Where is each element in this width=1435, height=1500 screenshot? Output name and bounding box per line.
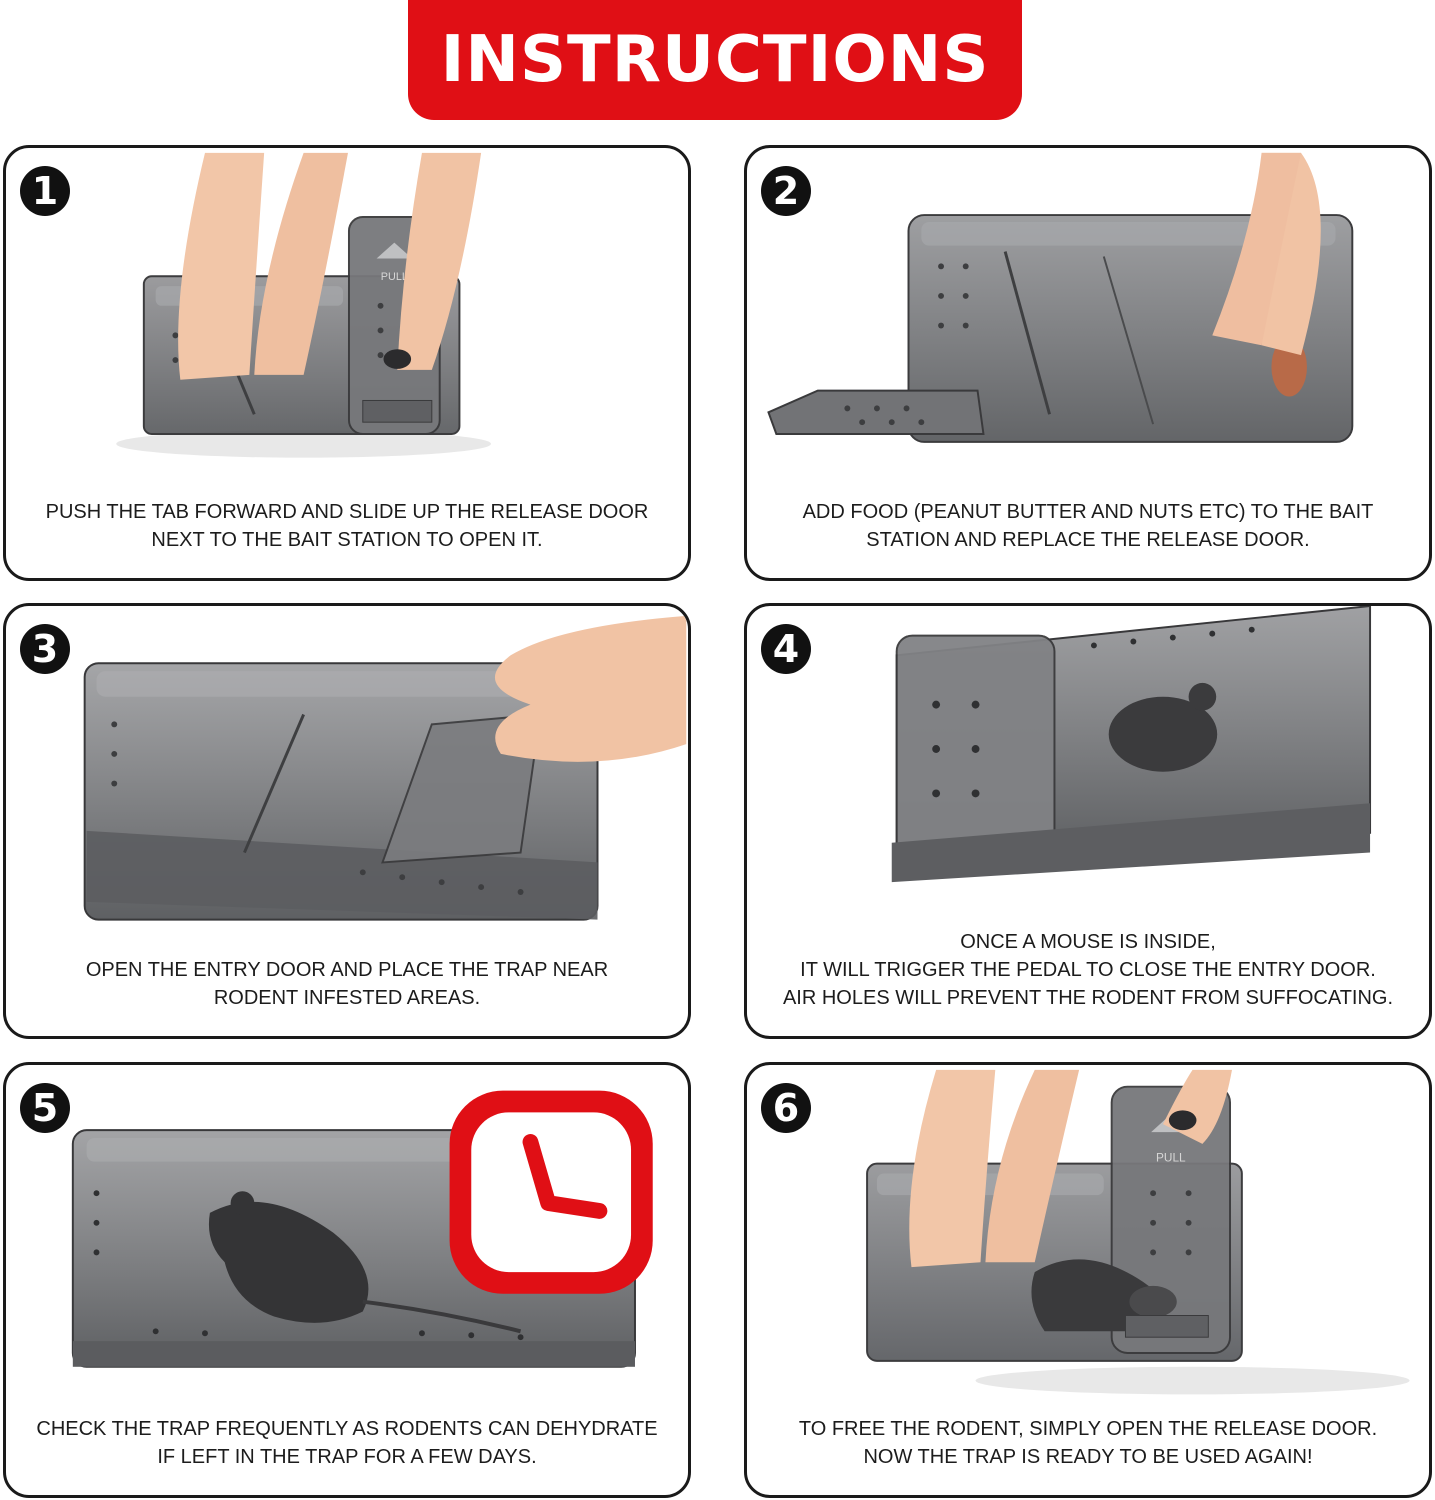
trap-release-rodent-illustration: PULL bbox=[866, 1069, 1410, 1395]
step-caption: CHECK THE TRAP FREQUENTLY AS RODENTS CAN… bbox=[36, 1418, 658, 1468]
step-caption: ADD FOOD (PEANUT BUTTER AND NUTS ETC) TO… bbox=[802, 501, 1374, 551]
step-caption: OPEN THE ENTRY DOOR AND PLACE THE TRAP N… bbox=[85, 959, 609, 1009]
step-number-badge: 4 bbox=[761, 624, 811, 674]
step-card-1: 1 PULL PUSH THE TAB FORWARD AND SLIDE UP… bbox=[3, 145, 691, 581]
step-number-badge: 5 bbox=[20, 1083, 70, 1133]
step-card-2: 2 ADD FOOD (PEANUT BUTTER AND NUTS ETC) … bbox=[744, 145, 1432, 581]
step-number-badge: 3 bbox=[20, 624, 70, 674]
trap-open-release-door-illustration: PULL bbox=[116, 152, 491, 458]
step-caption: ONCE A MOUSE IS INSIDE, IT WILL TRIGGER … bbox=[782, 931, 1394, 1009]
clock-icon bbox=[449, 1090, 653, 1294]
pull-label: PULL bbox=[381, 271, 408, 283]
trap-open-entry-door-illustration bbox=[83, 615, 687, 921]
step-card-3: 3 OPEN THE ENTRY DOOR AND PLACE THE TRAP… bbox=[3, 603, 691, 1039]
instructions-banner: INSTRUCTIONS bbox=[408, 0, 1022, 120]
step-number-badge: 6 bbox=[761, 1083, 811, 1133]
step-caption: TO FREE THE RODENT, SIMPLY OPEN THE RELE… bbox=[798, 1418, 1378, 1468]
step-card-6: 6 PULL TO FREE THE RODENT, SIMPLY OPEN T… bbox=[744, 1062, 1432, 1498]
trap-add-bait-illustration bbox=[767, 152, 1354, 443]
pull-label: PULL bbox=[1156, 1151, 1186, 1165]
step-number-badge: 2 bbox=[761, 166, 811, 216]
trap-rat-inside-illustration bbox=[71, 1090, 653, 1368]
step-card-5: 5 CHECK THE TRAP FREQUENTLY AS RODENTS C… bbox=[3, 1062, 691, 1498]
trap-mouse-inside-illustration bbox=[891, 606, 1372, 883]
step-caption: PUSH THE TAB FORWARD AND SLIDE UP THE RE… bbox=[45, 501, 649, 551]
step-card-4: 4 ONCE A MOUSE IS INSIDE, IT WILL TRIGGE… bbox=[744, 603, 1432, 1039]
step-number-badge: 1 bbox=[20, 166, 70, 216]
page-title: INSTRUCTIONS bbox=[440, 23, 990, 97]
